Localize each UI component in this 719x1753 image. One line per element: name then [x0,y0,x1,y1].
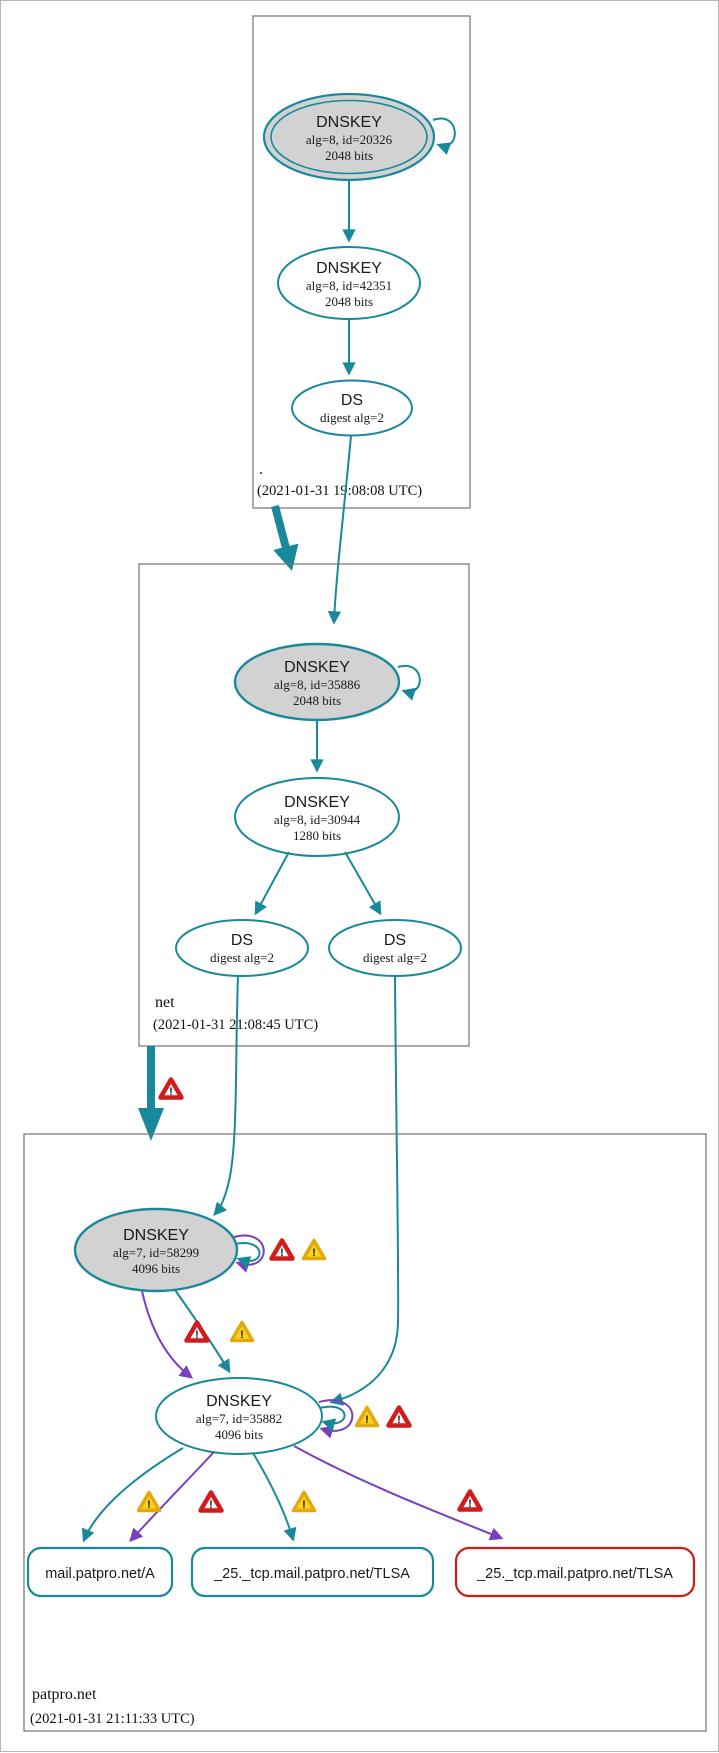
edge-netds2-patprozsk [329,975,400,1406]
zone-box-net [138,563,470,1047]
root-ksk-title: DNSKEY [316,114,382,131]
root-ds-shape[interactable] [291,379,413,437]
edge-rootds-netksk [327,435,352,625]
rrset-mail-a-label: mail.patpro.net/A [45,1566,155,1582]
edge-net-ksk-selfloop [397,664,421,701]
warning-icon [229,1320,255,1343]
edge-net-zsk-ds1 [254,851,290,916]
warning-icon [301,1238,327,1261]
edge-patpro-zsk-selfloop-purple [318,1399,354,1439]
rrset-tlsa-bogus-label: _25._tcp.mail.patpro.net/TLSA [476,1566,673,1582]
node-net-ds2[interactable]: DS digest alg=2 [328,919,462,977]
root-zsk-detail1: alg=8, id=42351 [306,278,392,293]
edge-patpro-ksk-zsk-purple [141,1290,194,1379]
warning-icon [291,1490,317,1513]
zone-box-root [252,15,471,509]
error-icon [187,1323,208,1342]
zone-label-patpro: patpro.net [32,1686,97,1703]
edge-zsk-rr-a-teal [81,1447,184,1543]
patpro-ksk-shape[interactable] [73,1207,239,1293]
root-ksk-inner-ring [270,99,428,175]
node-rrset-mail-a[interactable]: mail.patpro.net/A [26,1546,174,1598]
node-root-ksk[interactable]: DNSKEY alg=8, id=20326 2048 bits [262,92,436,182]
edge-patpro-ksk-selfloop-teal [234,1241,261,1269]
rrset-tlsa-secure-label: _25._tcp.mail.patpro.net/TLSA [213,1566,410,1582]
node-patpro-zsk[interactable]: DNSKEY alg=7, id=35882 4096 bits [155,1377,323,1455]
patpro-zsk-title: DNSKEY [206,1393,272,1410]
node-rrset-tlsa-secure[interactable]: _25._tcp.mail.patpro.net/TLSA [190,1546,435,1598]
net-ds2-title: DS [384,932,406,949]
net-zsk-shape[interactable] [234,777,400,857]
root-zsk-title: DNSKEY [316,260,382,277]
node-root-ds[interactable]: DS digest alg=2 [291,379,413,437]
edge-zsk-tlsa-secure-teal [252,1452,297,1542]
error-icon [389,1408,410,1427]
node-net-ds1[interactable]: DS digest alg=2 [175,919,309,977]
net-zsk-detail1: alg=8, id=30944 [274,812,361,827]
net-ksk-title: DNSKEY [284,659,350,676]
net-ds1-title: DS [231,932,253,949]
root-zsk-detail2: 2048 bits [325,294,373,309]
net-ds1-shape[interactable] [175,919,309,977]
node-net-zsk[interactable]: DNSKEY alg=8, id=30944 1280 bits [234,777,400,857]
delegation-arrow-root-net [271,504,299,571]
edge-patpro-zsk-selfloop-teal [319,1405,346,1432]
root-ksk-detail1: alg=8, id=20326 [306,132,393,147]
zone-timestamp-net: (2021-01-31 21:08:45 UTC) [153,1017,318,1033]
delegation-arrow-net-patpro [138,1046,164,1141]
edge-zsk-tlsa-bogus-purple [293,1445,504,1541]
patpro-ksk-title: DNSKEY [123,1227,189,1244]
node-rrset-tlsa-bogus[interactable]: _25._tcp.mail.patpro.net/TLSA [454,1546,696,1598]
node-net-ksk[interactable]: DNSKEY alg=8, id=35886 2048 bits [233,642,401,722]
zone-label-root: . [259,461,263,478]
error-icon [272,1241,293,1260]
patpro-ksk-detail2: 4096 bits [132,1261,180,1276]
rrset-tlsa-bogus-shape[interactable] [454,1546,696,1598]
error-icon [460,1492,481,1511]
net-zsk-detail2: 1280 bits [293,828,341,843]
net-ksk-detail1: alg=8, id=35886 [274,677,361,692]
net-ksk-detail2: 2048 bits [293,693,341,708]
node-root-zsk[interactable]: DNSKEY alg=8, id=42351 2048 bits [277,246,421,320]
zone-timestamp-root: (2021-01-31 19:08:08 UTC) [257,483,422,499]
patpro-ksk-detail1: alg=7, id=58299 [113,1245,199,1260]
net-zsk-title: DNSKEY [284,794,350,811]
warning-icon [136,1490,162,1513]
zone-box-patpro [23,1133,707,1732]
root-ds-detail1: digest alg=2 [320,410,384,425]
edge-netds1-patproksk [213,975,239,1217]
root-ksk-shape[interactable] [262,92,436,182]
edge-root-ksk-selfloop [432,117,456,155]
zone-timestamp-patpro: (2021-01-31 21:11:33 UTC) [30,1711,195,1727]
root-ds-title: DS [341,392,363,409]
net-ds1-detail1: digest alg=2 [210,950,274,965]
patpro-zsk-detail1: alg=7, id=35882 [196,1411,282,1426]
rrset-tlsa-secure-shape[interactable] [190,1546,435,1598]
zone-label-net: net [155,994,175,1011]
edge-zsk-rr-a-purple [129,1451,215,1542]
patpro-zsk-shape[interactable] [155,1377,323,1455]
patpro-zsk-detail2: 4096 bits [215,1427,263,1442]
edge-net-zsk-ds2 [344,851,382,916]
net-ds2-detail1: digest alg=2 [363,950,427,965]
error-icon [201,1493,222,1512]
rrset-mail-a-shape[interactable] [26,1546,174,1598]
node-patpro-ksk[interactable]: DNSKEY alg=7, id=58299 4096 bits [73,1207,239,1293]
root-ksk-detail2: 2048 bits [325,148,373,163]
error-icon [161,1080,182,1099]
warning-icon [354,1405,380,1428]
